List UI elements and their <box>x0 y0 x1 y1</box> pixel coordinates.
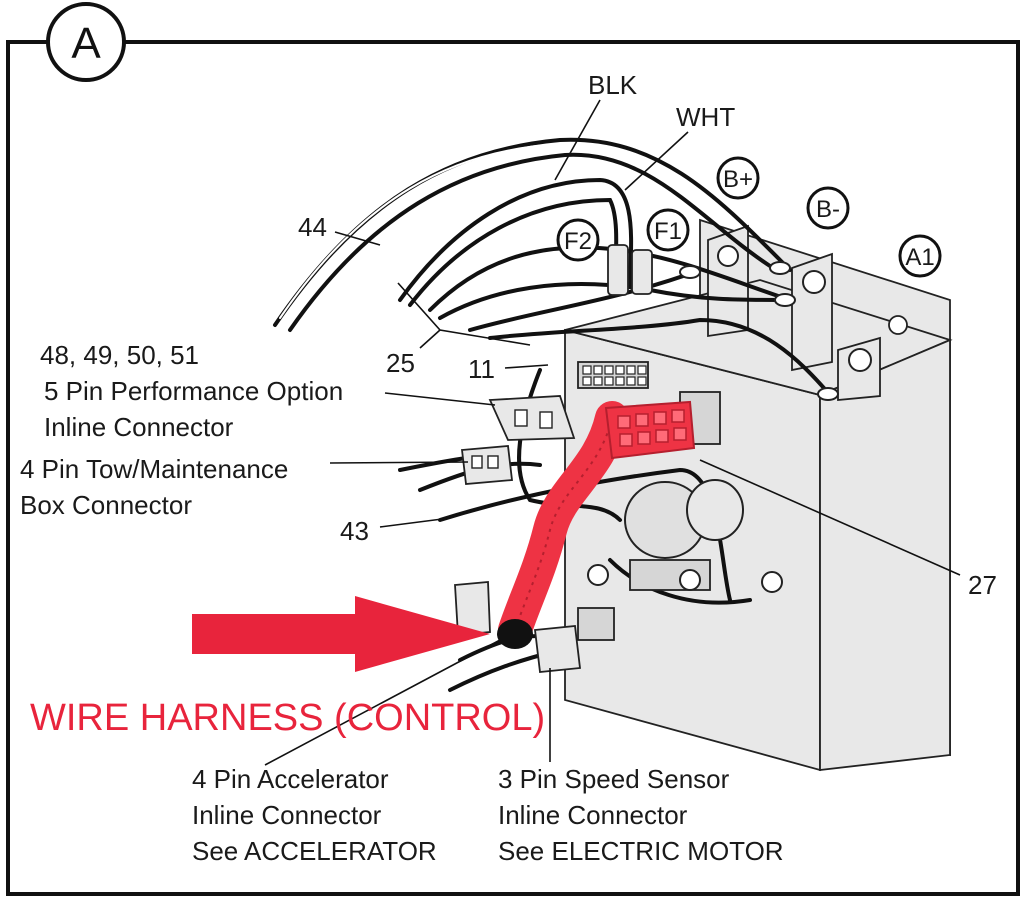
label-11: 11 <box>468 354 495 384</box>
label-perf-line2: Inline Connector <box>44 412 234 442</box>
terminal-label-bminus: B- <box>806 186 850 230</box>
terminal-posts <box>707 224 881 401</box>
panel-badge: A <box>46 2 126 82</box>
label-25: 25 <box>386 348 415 378</box>
harness-arrow <box>192 596 490 672</box>
svg-text:A1: A1 <box>905 244 934 271</box>
svg-text:B-: B- <box>816 196 840 223</box>
label-spd-line1: 3 Pin Speed Sensor <box>498 764 730 794</box>
terminal-label-bplus: B+ <box>716 156 760 200</box>
label-27: 27 <box>968 570 997 600</box>
label-spd-line3: See ELECTRIC MOTOR <box>498 836 784 866</box>
label-acc-line3: See ACCELERATOR <box>192 836 437 866</box>
svg-text:F1: F1 <box>654 218 682 245</box>
label-perf-nums: 48, 49, 50, 51 <box>40 340 199 370</box>
label-blk: BLK <box>588 70 638 100</box>
terminal-label-a1: A1 <box>898 234 942 278</box>
label-43: 43 <box>340 516 369 546</box>
svg-text:B+: B+ <box>723 166 753 193</box>
terminal-label-f1: F1 <box>646 208 690 252</box>
label-tow-line2: Box Connector <box>20 490 192 520</box>
terminal-label-f2: F2 <box>556 218 600 262</box>
label-perf-line1: 5 Pin Performance Option <box>44 376 343 406</box>
label-44: 44 <box>298 212 327 242</box>
diagram-frame <box>6 40 1020 896</box>
label-wht: WHT <box>676 102 735 132</box>
leader-lines <box>264 99 961 766</box>
panel-badge-text: A <box>71 19 101 68</box>
control-wire-harness <box>497 400 696 649</box>
svg-text:F2: F2 <box>564 228 592 255</box>
controller-box <box>564 218 953 772</box>
harness-callout-title: WIRE HARNESS (CONTROL) <box>30 697 545 739</box>
label-acc-line1: 4 Pin Accelerator <box>192 764 389 794</box>
label-spd-line2: Inline Connector <box>498 800 688 830</box>
label-acc-line2: Inline Connector <box>192 800 382 830</box>
label-tow-line1: 4 Pin Tow/Maintenance <box>20 454 288 484</box>
lugs <box>607 244 839 401</box>
connectors <box>454 395 783 673</box>
